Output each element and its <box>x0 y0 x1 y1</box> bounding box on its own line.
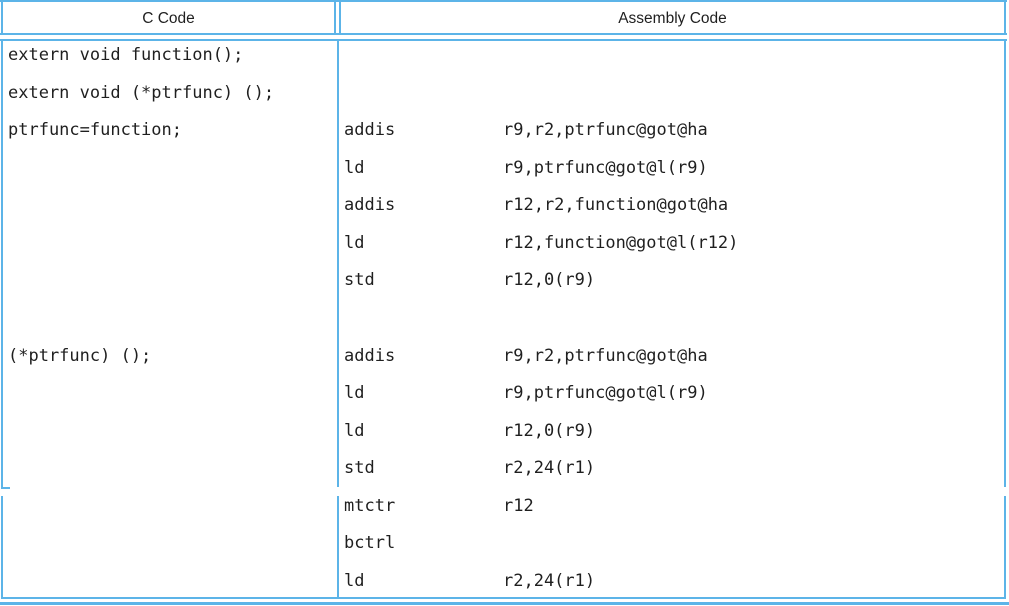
asm-mnemonic: addis <box>344 120 396 140</box>
header-right-border <box>1004 2 1006 35</box>
asm-operands: r9,r2,ptrfunc@got@ha <box>503 346 708 366</box>
body-left-border-lower <box>1 496 3 599</box>
c-code-line: (*ptrfunc) (); <box>8 346 152 366</box>
assembly-code-column-header: Assembly Code <box>618 9 727 27</box>
asm-mnemonic: std <box>344 458 375 478</box>
asm-mnemonic: ld <box>344 571 365 591</box>
body-right-border-upper <box>1004 39 1006 487</box>
inner-bottom-border <box>1 597 1006 599</box>
asm-mnemonic: mtctr <box>344 496 396 516</box>
header-divider-right <box>339 2 341 35</box>
row-break-tick <box>1 487 10 489</box>
c-code-line: extern void (*ptrfunc) (); <box>8 83 275 103</box>
asm-operands: r12,0(r9) <box>503 270 596 290</box>
c-code-line: ptrfunc=function; <box>8 120 182 140</box>
asm-mnemonic: ld <box>344 233 365 253</box>
table-bottom-border <box>0 602 1009 605</box>
body-left-border-upper <box>1 39 3 487</box>
header-left-border <box>1 2 3 35</box>
asm-mnemonic: std <box>344 270 375 290</box>
asm-mnemonic: addis <box>344 346 396 366</box>
asm-operands: r12,0(r9) <box>503 421 596 441</box>
header-separator-lower <box>0 39 1007 41</box>
body-right-border-lower <box>1004 496 1006 599</box>
asm-operands: r9,ptrfunc@got@l(r9) <box>503 158 708 178</box>
column-divider-upper <box>337 39 339 487</box>
asm-mnemonic: bctrl <box>344 533 396 553</box>
asm-operands: r2,24(r1) <box>503 458 596 478</box>
header-separator-upper <box>0 33 1007 35</box>
asm-operands: r9,ptrfunc@got@l(r9) <box>503 383 708 403</box>
asm-mnemonic: ld <box>344 158 365 178</box>
c-code-line: extern void function(); <box>8 45 244 65</box>
asm-operands: r2,24(r1) <box>503 571 596 591</box>
asm-operands: r12,function@got@l(r12) <box>503 233 739 253</box>
table-top-border <box>0 0 1007 2</box>
asm-mnemonic: addis <box>344 195 396 215</box>
asm-mnemonic: ld <box>344 383 365 403</box>
c-code-column-header: C Code <box>142 9 195 27</box>
asm-mnemonic: ld <box>344 421 365 441</box>
asm-operands: r12 <box>503 496 534 516</box>
header-divider-left <box>334 2 336 35</box>
asm-operands: r9,r2,ptrfunc@got@ha <box>503 120 708 140</box>
column-divider-lower <box>337 496 339 597</box>
asm-operands: r12,r2,function@got@ha <box>503 195 729 215</box>
